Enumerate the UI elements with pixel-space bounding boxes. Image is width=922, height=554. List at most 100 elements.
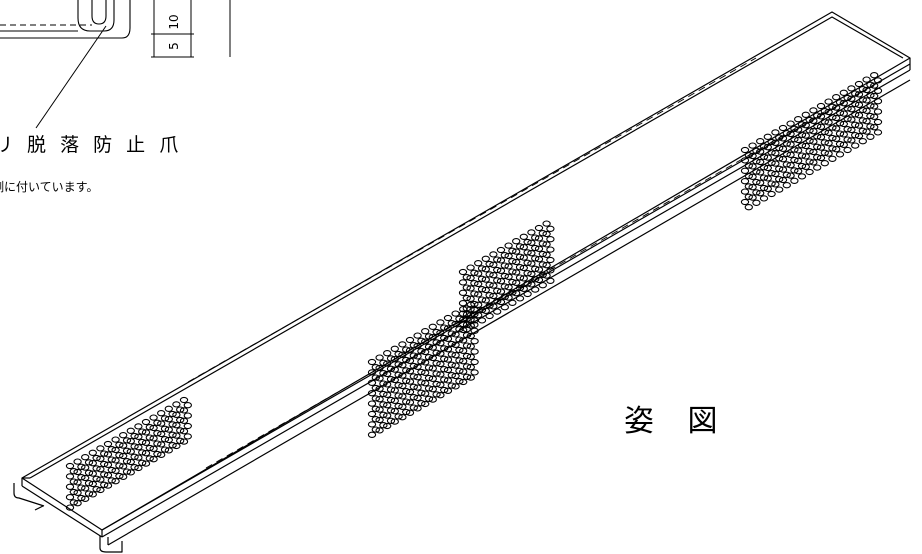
perforation-hole — [873, 108, 883, 115]
perforation-hole — [65, 473, 75, 480]
perforation-hole — [371, 405, 380, 412]
perforation-hole — [851, 111, 860, 118]
perforation-hole — [413, 363, 422, 370]
perforation-hole — [771, 160, 780, 167]
perforation-hole — [119, 442, 128, 449]
perforation-hole — [748, 163, 757, 170]
perforation-hole — [771, 170, 780, 178]
perforation-hole — [179, 396, 189, 404]
perforation-hole — [164, 405, 173, 412]
perforation-hole — [854, 122, 864, 129]
perforation-hole — [111, 446, 120, 454]
perforation-hole — [512, 279, 521, 286]
perforation-hole — [417, 389, 426, 396]
perforation-hole — [752, 147, 761, 154]
perforation-hole — [183, 433, 192, 440]
perforation-hole — [782, 171, 791, 178]
perforation-hole — [172, 411, 181, 418]
perforation-hole — [775, 165, 784, 172]
perforation-hole — [866, 102, 875, 109]
perforation-hole — [847, 95, 856, 102]
perforation-hole — [873, 98, 883, 105]
perforation-hole — [375, 375, 384, 382]
perforation-hole — [92, 486, 101, 493]
perforation-hole — [168, 410, 177, 418]
perforation-hole — [534, 245, 544, 252]
perforation-hole — [107, 477, 116, 484]
perforation-hole — [409, 373, 418, 380]
perforation-hole — [813, 143, 822, 150]
perforation-hole — [835, 120, 845, 127]
perforation-hole — [459, 358, 468, 365]
perforation-hole — [870, 82, 879, 89]
perforation-hole — [413, 332, 422, 339]
perforation-hole — [489, 261, 498, 268]
perforation-hole — [402, 388, 411, 395]
perforation-hole — [481, 307, 490, 314]
perforation-hole — [515, 243, 525, 250]
perforation-hole — [440, 334, 449, 342]
perforation-hole — [797, 173, 807, 180]
perforation-hole — [394, 382, 403, 389]
perforation-hole — [115, 462, 124, 469]
perforation-hole — [512, 248, 521, 255]
perforation-hole — [847, 85, 856, 92]
perforation-hole — [375, 354, 384, 361]
perforation-hole — [172, 422, 181, 429]
perforation-hole — [538, 230, 547, 237]
perforation-hole — [824, 108, 833, 116]
perforation-hole — [485, 302, 494, 309]
perforation-hole — [794, 136, 803, 144]
perforation-hole — [386, 355, 396, 362]
perforation-hole — [763, 175, 772, 182]
perforation-hole — [512, 290, 521, 297]
perforation-hole — [462, 363, 472, 370]
perforation-hole — [542, 241, 551, 248]
perforation-hole — [470, 338, 479, 345]
perforation-hole — [477, 317, 487, 324]
perforation-hole — [451, 341, 460, 348]
perforation-hole — [375, 416, 384, 424]
perforation-hole — [858, 127, 867, 134]
perforation-hole — [379, 401, 388, 408]
perforation-hole — [77, 484, 86, 491]
perforation-hole — [767, 159, 776, 166]
perforation-hole — [470, 348, 479, 355]
perforation-hole — [523, 280, 532, 287]
perforation-hole — [851, 132, 860, 139]
perforation-hole — [466, 264, 475, 271]
perforation-hole — [119, 463, 128, 470]
perforation-hole — [164, 447, 173, 454]
perforation-hole — [176, 406, 185, 413]
perforation-hole — [470, 369, 479, 376]
perforation-hole — [496, 278, 506, 285]
perforation-hole — [402, 408, 411, 416]
perforation-hole — [519, 275, 528, 282]
perforation-hole — [424, 395, 434, 402]
perforation-hole — [164, 426, 173, 433]
perforation-hole — [816, 144, 826, 151]
perforation-hole — [402, 346, 411, 353]
perforation-hole — [371, 384, 380, 392]
perforation-hole — [164, 416, 173, 423]
perforation-hole — [138, 438, 147, 446]
perforation-hole — [69, 499, 78, 506]
perforation-hole — [835, 130, 845, 137]
perforation-hole — [752, 189, 761, 196]
perforation-hole — [421, 338, 430, 345]
perforation-hole — [752, 199, 761, 206]
perforation-hole — [149, 456, 158, 463]
perforation-hole — [130, 432, 139, 440]
perforation-hole — [782, 150, 791, 158]
perforation-hole — [428, 375, 437, 382]
perforation-hole — [383, 381, 392, 388]
perforation-hole — [409, 352, 418, 359]
perforation-hole — [466, 274, 475, 282]
perforation-hole — [115, 472, 124, 480]
perforation-hole — [790, 156, 799, 164]
perforation-hole — [390, 397, 399, 404]
perforation-hole — [744, 204, 753, 211]
perforation-hole — [386, 417, 396, 424]
perforation-hole — [775, 134, 784, 141]
perforation-hole — [451, 383, 460, 390]
